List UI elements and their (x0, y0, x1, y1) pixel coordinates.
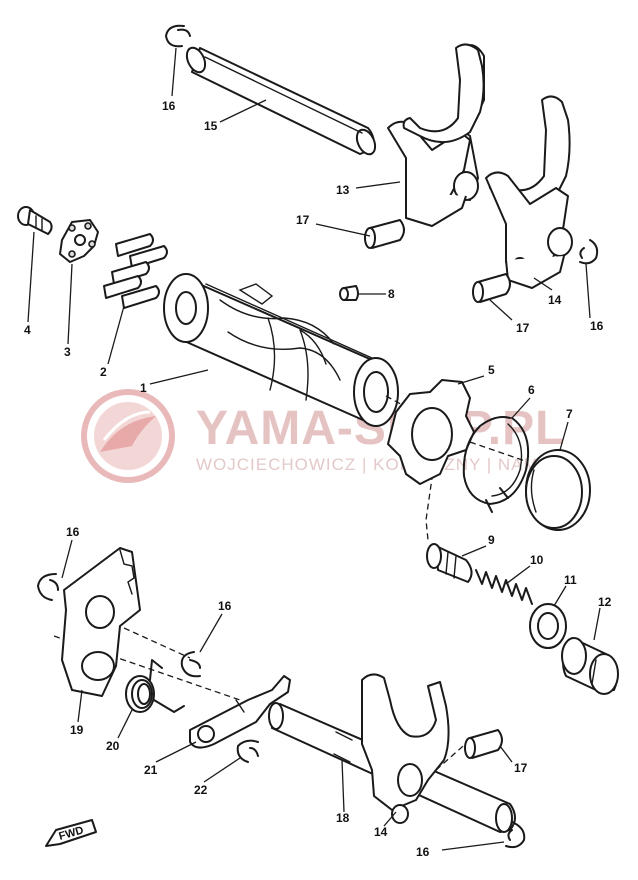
spring-10 (475, 569, 533, 605)
pins-2 (103, 233, 168, 309)
callout-18: 18 (336, 811, 350, 825)
shift-lever-19 (61, 547, 141, 697)
callout-6: 6 (528, 383, 535, 397)
plug-12 (561, 637, 619, 695)
callout-4: 4 (24, 323, 31, 337)
callout-16: 16 (66, 525, 80, 539)
dowel-pin-17-c (464, 729, 503, 759)
callout-17: 17 (514, 761, 528, 775)
washer-11 (529, 603, 567, 649)
fwd-direction-marker: FWD (45, 819, 97, 847)
watermark-subtitle: WOJCIECHOWICZ | KONIECZNY | NAMRUD (196, 455, 579, 474)
callout-10: 10 (530, 553, 544, 567)
callout-3: 3 (64, 345, 71, 359)
watermark-logo (81, 389, 175, 483)
callout-7: 7 (566, 407, 573, 421)
callout-11: 11 (564, 573, 577, 587)
shift-fork-13 (387, 43, 485, 227)
callout-16: 16 (218, 599, 232, 613)
callout-16: 16 (162, 99, 176, 113)
callout-17: 17 (296, 213, 310, 227)
callout-16: 16 (590, 319, 604, 333)
callout-22: 22 (194, 783, 208, 797)
callout-21: 21 (144, 763, 158, 777)
cam-5 (387, 379, 475, 485)
circlip-16-left (37, 573, 59, 601)
circlip-6 (462, 416, 530, 513)
shift-fork-14-upper (485, 95, 573, 289)
callout-14: 14 (374, 825, 388, 839)
callout-17: 17 (516, 321, 530, 335)
shift-drum-1 (163, 273, 399, 427)
circlip-16-right (579, 239, 599, 265)
cover-7 (525, 449, 591, 531)
callout-1: 1 (140, 381, 147, 395)
spring-20 (125, 659, 185, 713)
dowel-pin-17-b (472, 273, 511, 303)
circlip-16-bottom (505, 821, 526, 849)
shift-fork-14-lower (361, 673, 450, 824)
callout-numbers: 16 15 13 17 14 16 17 4 3 2 1 8 5 6 7 9 1… (24, 99, 612, 859)
segment-plate-3 (59, 219, 99, 263)
circlip-16-middle (180, 651, 201, 678)
callout-16: 16 (416, 845, 430, 859)
shift-fork-shaft-15 (185, 46, 377, 156)
pin-8 (339, 285, 359, 301)
plunger-9 (426, 543, 473, 583)
callout-20: 20 (106, 739, 120, 753)
callout-8: 8 (388, 287, 395, 301)
circlip-16-top (165, 24, 191, 48)
callout-9: 9 (488, 533, 495, 547)
callout-5: 5 (488, 363, 495, 377)
callout-14: 14 (548, 293, 562, 307)
dowel-pin-17-a (364, 219, 405, 249)
screw-4 (17, 206, 53, 235)
leader-lines (27, 47, 601, 851)
circlip-22 (236, 739, 259, 763)
callout-2: 2 (100, 365, 107, 379)
callout-13: 13 (336, 183, 350, 197)
callout-15: 15 (204, 119, 218, 133)
callout-19: 19 (70, 723, 84, 737)
callout-12: 12 (598, 595, 612, 609)
